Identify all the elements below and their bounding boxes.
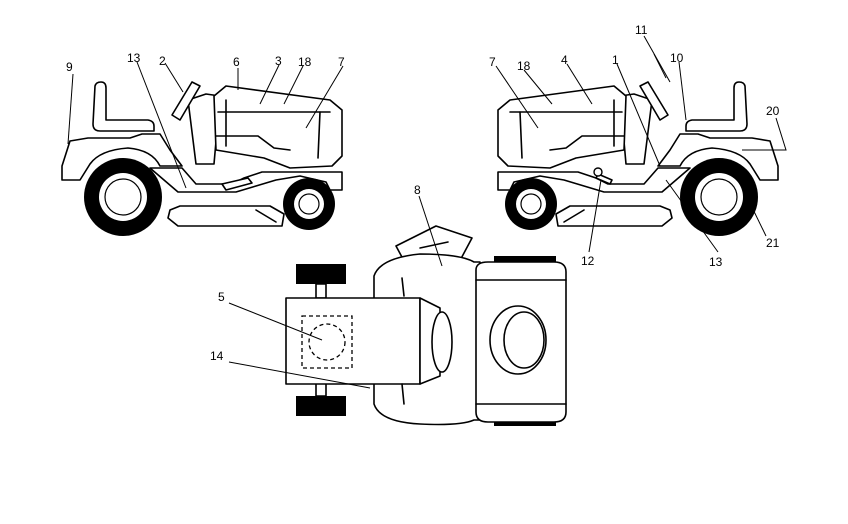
steering-wheel <box>639 81 669 121</box>
fender-body-top <box>285 297 421 385</box>
callout-18: 18 <box>517 59 531 73</box>
front-tire-top <box>494 256 556 264</box>
callout-2: 2 <box>159 54 166 68</box>
callout-7: 7 <box>489 55 496 69</box>
callout-1: 1 <box>612 53 619 67</box>
callout-5: 5 <box>218 290 225 304</box>
callout-6: 6 <box>233 55 240 69</box>
callout-13: 13 <box>127 51 141 65</box>
callout-20: 20 <box>766 104 780 118</box>
callout-14: 14 <box>210 349 224 363</box>
callout-21: 21 <box>766 236 780 250</box>
callout-13: 13 <box>709 255 723 269</box>
callout-3: 3 <box>275 54 282 68</box>
callout-8: 8 <box>414 183 421 197</box>
callout-9: 9 <box>66 60 73 74</box>
rear-tire-bottom <box>296 396 346 416</box>
mower-deck <box>555 205 673 227</box>
steering-wheel <box>171 81 201 121</box>
seat <box>685 81 748 132</box>
callout-18: 18 <box>298 55 312 69</box>
callout-10: 10 <box>670 51 684 65</box>
lever <box>595 173 613 185</box>
callout-7: 7 <box>338 55 345 69</box>
callout-11: 11 <box>635 23 648 37</box>
header-strip <box>0 0 848 3</box>
callout-4: 4 <box>561 53 568 67</box>
callout-12: 12 <box>581 254 595 268</box>
grille-oval <box>489 305 547 375</box>
hood <box>213 85 343 169</box>
tractor-left-side-view: 9 13 2 6 3 18 7 <box>61 51 345 236</box>
tractor-top-view: 8 5 14 <box>210 183 567 426</box>
tractor-right-side-view: 7 18 4 1 11 10 20 12 13 21 <box>489 23 787 269</box>
seat-decal-outline <box>301 315 353 369</box>
seat <box>92 81 155 132</box>
seat-decal-circle <box>308 323 346 361</box>
hood <box>497 85 627 169</box>
rear-fender <box>657 133 779 181</box>
pedal <box>221 177 253 191</box>
mower-deck <box>167 205 285 227</box>
rear-tire-top <box>296 264 346 284</box>
